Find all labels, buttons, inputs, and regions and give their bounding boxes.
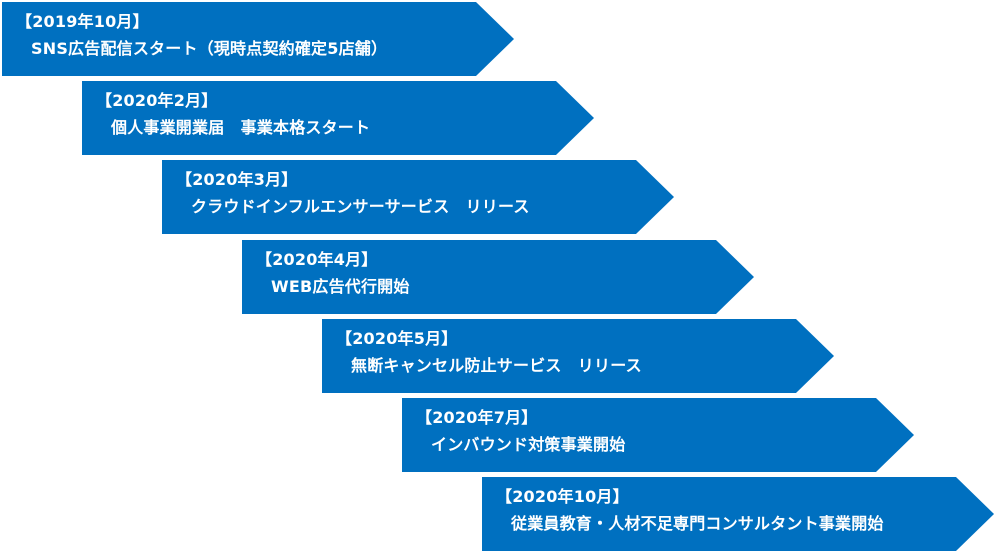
step-date: 【2019年10月】 — [16, 12, 149, 31]
timeline-step-6: 【2020年7月】 インバウンド対策事業開始 — [402, 398, 914, 472]
step-description: SNS広告配信スタート（現時点契約確定5店舗） — [31, 39, 388, 58]
arrow-shape — [2, 2, 514, 76]
timeline-step-2: 【2020年2月】 個人事業開業届 事業本格スタート — [82, 81, 594, 156]
step-date: 【2020年10月】 — [496, 487, 629, 507]
timeline-step-1: 【2019年10月】 SNS広告配信スタート（現時点契約確定5店舗） — [2, 2, 514, 76]
arrow-shape — [482, 477, 994, 552]
arrow-shape — [242, 239, 754, 314]
arrow-shape — [162, 160, 674, 235]
arrow-shape — [402, 398, 914, 472]
step-description: クラウドインフルエンサーサービス リリース — [191, 197, 530, 217]
arrow-shape — [322, 318, 834, 393]
timeline-step-7: 【2020年10月】 従業員教育・人材不足専門コンサルタント事業開始 — [482, 477, 994, 552]
step-description: 個人事業開業届 事業本格スタート — [111, 118, 371, 138]
arrow-shape — [82, 81, 594, 156]
step-description: WEB広告代行開始 — [271, 276, 410, 296]
step-description: 従業員教育・人材不足専門コンサルタント事業開始 — [511, 514, 884, 534]
timeline-step-4: 【2020年4月】 WEB広告代行開始 — [242, 239, 754, 314]
step-date: 【2020年3月】 — [176, 170, 298, 190]
timeline-step-5: 【2020年5月】 無断キャンセル防止サービス リリース — [322, 318, 834, 393]
step-date: 【2020年2月】 — [96, 91, 218, 111]
step-date: 【2020年5月】 — [336, 328, 458, 348]
step-date: 【2020年4月】 — [256, 249, 378, 269]
step-description: 無断キャンセル防止サービス リリース — [351, 355, 642, 375]
timeline-step-3: 【2020年3月】 クラウドインフルエンサーサービス リリース — [162, 160, 674, 235]
step-description: インバウンド対策事業開始 — [431, 435, 626, 454]
step-date: 【2020年7月】 — [416, 408, 538, 427]
